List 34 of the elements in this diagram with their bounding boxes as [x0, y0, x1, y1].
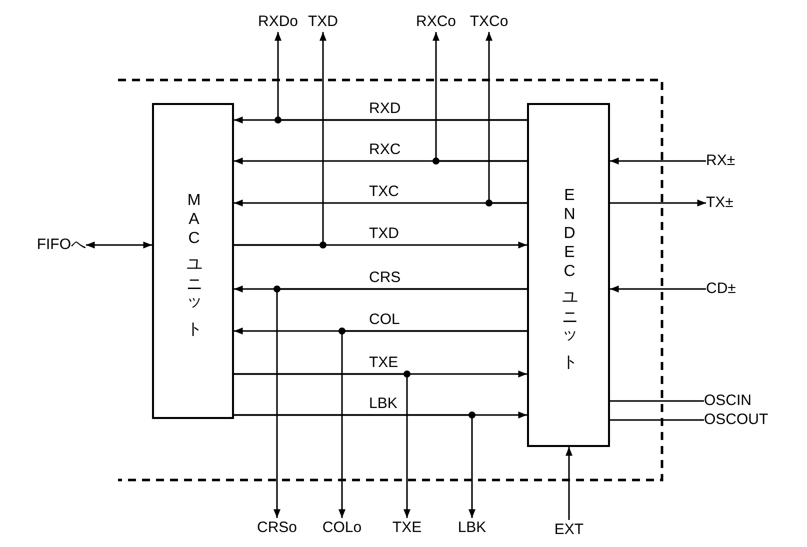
signal-label: TXCo	[466, 12, 512, 32]
unit-block	[527, 103, 610, 447]
arrow	[86, 242, 152, 248]
signal-line	[610, 400, 704, 402]
signal-label: CRSo	[254, 518, 300, 538]
signal-label: COLo	[319, 518, 365, 538]
unit-name: ENDECユニット	[560, 187, 579, 363]
arrow	[274, 32, 527, 121]
signal-label: RX±	[706, 151, 746, 171]
signal-label: FIFOへ	[14, 235, 86, 255]
arrow	[610, 200, 706, 206]
signal-label: OSCOUT	[704, 410, 774, 430]
arrow	[610, 286, 706, 292]
arrow	[432, 32, 527, 162]
signal-label: TXD	[305, 12, 341, 32]
signal-label: TX±	[706, 193, 746, 213]
signal-label: LBK	[454, 518, 490, 538]
arrow	[234, 32, 326, 246]
signal-label: EXT	[551, 520, 587, 540]
signal-label: TXE	[389, 518, 425, 538]
signal-label: CD±	[706, 279, 746, 299]
signal-line	[610, 419, 704, 421]
arrow	[486, 32, 527, 204]
arrow	[274, 288, 527, 518]
arrow	[234, 373, 410, 518]
signal-label: RXCo	[413, 12, 459, 32]
arrow	[610, 158, 706, 164]
arrow	[566, 447, 572, 520]
unit-name: MACユニット	[184, 192, 204, 330]
arrow	[338, 330, 527, 518]
arrow	[234, 414, 476, 518]
signal-label: OSCIN	[704, 391, 758, 411]
unit-block	[152, 103, 234, 419]
signal-label: RXDo	[255, 12, 301, 32]
